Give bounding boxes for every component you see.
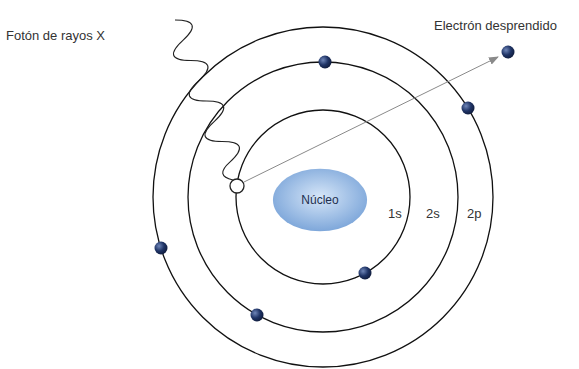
- electron: [319, 56, 332, 69]
- shell-2p: [153, 27, 493, 367]
- shell-label: 1s: [388, 206, 402, 222]
- nucleus-ellipse: Núcleo: [272, 168, 368, 232]
- xray-photon-wave: [173, 20, 239, 180]
- ejection-arrow: [244, 57, 498, 182]
- electron: [462, 102, 475, 115]
- shell-label: 2p: [467, 206, 481, 222]
- shell-2s: [188, 62, 458, 332]
- annotation-label: Fotón de rayos X: [6, 28, 105, 44]
- annotation-label: Electrón desprendido: [434, 18, 557, 34]
- nucleus-label: Núcleo: [301, 193, 338, 207]
- nucleus-fill: [273, 169, 367, 232]
- electron: [359, 267, 372, 280]
- ejected-electron: [502, 46, 515, 59]
- electron-hole: [230, 179, 244, 193]
- shell-1s: [236, 110, 410, 284]
- electron: [251, 309, 264, 322]
- shell-label: 2s: [426, 206, 440, 222]
- electron: [155, 242, 168, 255]
